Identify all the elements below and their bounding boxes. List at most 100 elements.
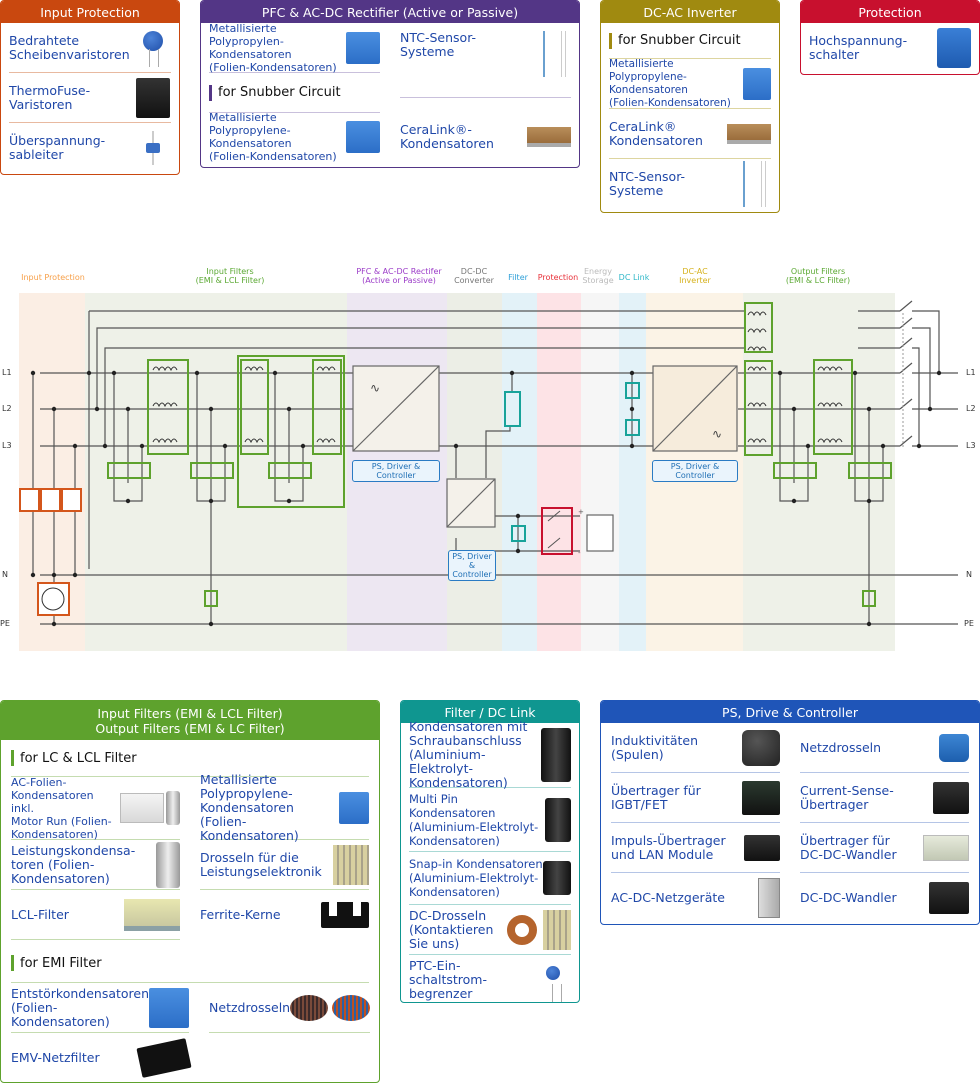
product-link-current-sense-transformers[interactable]: Current-Sense- Übertrager: [800, 773, 969, 823]
panel-title: Input Filters (EMI & LCL Filter) Output …: [1, 701, 379, 740]
item-label: ThermoFuse- Varistoren: [9, 82, 91, 112]
product-link-inductors[interactable]: Induktivitäten (Spulen): [611, 723, 780, 773]
pulse-transformer-icon: [744, 834, 780, 861]
product-link-lcl-filter[interactable]: LCL-Filter: [11, 890, 180, 940]
igbt-transformer-icon: [742, 780, 780, 815]
node-right-l3: L3: [966, 441, 976, 450]
product-link-power-capacitors[interactable]: Leistungskondensa- toren (Folien- Konden…: [11, 840, 180, 890]
product-link-acdc-power-supplies[interactable]: AC-DC-Netzgeräte: [611, 873, 780, 923]
subheading-text: for Snubber Circuit: [618, 33, 741, 48]
emi-capacitor-icon: [149, 987, 190, 1028]
item-label: Multi Pin Kondensatoren (Aluminium-Elekt…: [409, 791, 539, 848]
inductor-icon: [742, 729, 780, 766]
ps-driver-controller-tag-pfc[interactable]: PS, Driver & Controller: [352, 460, 440, 482]
product-link-power-chokes[interactable]: Drosseln für die Leistungselektronik: [200, 840, 369, 890]
product-link-multi-pin-capacitors[interactable]: Multi Pin Kondensatoren (Aluminium-Elekt…: [409, 788, 571, 852]
common-mode-choke: [147, 359, 189, 455]
protection-switch-symbol: [541, 507, 573, 555]
product-link-screw-terminal-capacitors[interactable]: Kondensatoren mit Schraubanschluss (Alum…: [409, 720, 571, 790]
svg-text:-: -: [578, 549, 581, 557]
product-link-emc-line-filter[interactable]: EMV-Netzfilter: [11, 1033, 192, 1082]
item-label: Übertrager für IGBT/FET: [611, 782, 701, 812]
section-label-pfc: PFC & AC-DC Rectifer (Active or Passive): [356, 267, 442, 285]
item-label: Induktivitäten (Spulen): [611, 732, 699, 762]
item-label: NTC-Sensor- Systeme: [609, 169, 686, 198]
circuit-schematic: ∿ ∿ + -: [19, 293, 958, 651]
circuit-diagram: Input Protection Input Filters (EMI & LC…: [0, 258, 980, 658]
product-link-ptc-limiter[interactable]: PTC-Ein- schaltstrom- begrenzer: [409, 955, 571, 1002]
band-dc-link: [619, 293, 646, 651]
node-left-l2: L2: [2, 404, 12, 413]
product-link-snap-in-capacitors[interactable]: Snap-in Kondensatoren (Aluminium-Elektro…: [409, 852, 571, 905]
node-left-l1: L1: [2, 368, 12, 377]
filter-inductor: [504, 391, 521, 427]
band-dcdc: [447, 293, 502, 651]
disc-varistor-icon: [143, 30, 163, 67]
line-choke-icon: [332, 994, 371, 1021]
battery-symbol: [586, 514, 614, 552]
emc-line-filter-icon: [136, 1038, 192, 1078]
product-link-ac-film-capacitors[interactable]: AC-Folien- Kondensatoren inkl. Motor Run…: [11, 776, 180, 841]
ps-driver-controller-tag-inverter[interactable]: PS, Driver & Controller: [652, 460, 738, 482]
section-label-output-filters: Output Filters (EMI & LC Filter): [785, 267, 851, 285]
product-link-high-voltage-switch[interactable]: Hochspannung- schalter: [809, 23, 971, 73]
product-link-line-chokes[interactable]: Netzdrosseln: [800, 723, 969, 773]
ceralink-capacitor-icon: [527, 127, 571, 147]
product-link-dcdc-converters[interactable]: DC-DC-Wandler: [800, 873, 969, 923]
item-label: Überspannung- sableiter: [9, 133, 106, 162]
product-link-dcdc-transformers[interactable]: Übertrager für DC-DC-Wandler: [800, 823, 969, 873]
surge-arrester-icon: [146, 131, 160, 165]
product-link-surge-arresters[interactable]: Überspannung- sableiter: [9, 123, 171, 173]
product-link-thermofuse-varistors[interactable]: ThermoFuse- Varistoren: [9, 73, 171, 123]
dc-link-capacitor: [625, 419, 640, 436]
product-link-ntc-sensor[interactable]: NTC-Sensor- Systeme: [609, 159, 771, 209]
section-label-energy-storage: Energy Storage: [582, 267, 614, 285]
item-label: Current-Sense- Übertrager: [800, 782, 894, 812]
item-label: EMV-Netzfilter: [11, 1050, 100, 1065]
product-link-ceralink[interactable]: CeraLink®- Kondensatoren: [400, 113, 571, 161]
screw-terminal-capacitor-icon: [541, 728, 571, 782]
item-label: Hochspannung- schalter: [809, 33, 908, 62]
product-link-ntc-sensor[interactable]: NTC-Sensor- Systeme: [400, 23, 571, 98]
section-label-input-protection: Input Protection: [21, 273, 85, 282]
item-label: Metallisierte Polypropylene-Kondensatore…: [609, 57, 731, 109]
product-link-film-capacitors[interactable]: Metallisierte Polypropylen- Kondensatore…: [209, 22, 380, 74]
ps-driver-controller-tag-dcdc[interactable]: PS, Driver & Controller: [448, 550, 496, 581]
product-link-snubber-capacitors[interactable]: Metallisierte Polypropylene-Kondensatore…: [609, 57, 771, 109]
product-link-snubber-capacitors[interactable]: Metallisierte Polypropylene- Kondensator…: [209, 111, 380, 163]
subheading-marker: [11, 955, 14, 971]
product-link-disc-varistors[interactable]: Bedrahtete Scheibenvaristoren: [9, 23, 171, 73]
power-choke-icon: [333, 844, 369, 885]
item-label: PTC-Ein- schaltstrom- begrenzer: [409, 958, 487, 1001]
high-voltage-switch-icon: [937, 28, 971, 68]
ac-film-capacitor-icon: [120, 793, 164, 823]
product-link-pulse-transformers[interactable]: Impuls-Übertrager und LAN Module: [611, 823, 780, 873]
item-label: Bedrahtete Scheibenvaristoren: [9, 32, 130, 62]
panel-protection: Protection Hochspannung- schalter: [800, 0, 980, 75]
panel-title-line2: Output Filters (EMI & LC Filter): [95, 721, 285, 736]
product-link-igbt-transformers[interactable]: Übertrager für IGBT/FET: [611, 773, 780, 823]
storage-capacitor: [511, 525, 526, 542]
node-right-pe: PE: [964, 619, 974, 628]
item-label: AC-DC-Netzgeräte: [611, 890, 725, 905]
ntc-sensor-icon: [535, 31, 571, 77]
product-link-ferrite-cores[interactable]: Ferrite-Kerne: [200, 890, 369, 940]
svg-text:∿: ∿: [712, 427, 722, 441]
product-link-emi-capacitors[interactable]: Entstörkondensatoren (Folien- Kondensato…: [11, 983, 190, 1033]
section-label-dc-link: DC Link: [618, 273, 650, 282]
item-label: CeraLink®- Kondensatoren: [400, 122, 494, 151]
power-capacitor-icon: [156, 841, 180, 888]
lcl-filter-group: [237, 355, 345, 508]
product-link-ceralink[interactable]: CeraLink® Kondensatoren: [609, 109, 771, 159]
section-label-dcdc: DC-DC Converter: [454, 267, 494, 285]
item-label: Ferrite-Kerne: [200, 907, 281, 922]
item-label: NTC-Sensor- Systeme: [400, 30, 477, 59]
output-common-mode-choke: [813, 359, 853, 455]
product-link-line-chokes[interactable]: Netzdrosseln: [209, 983, 371, 1033]
subheading-text: for EMI Filter: [20, 955, 102, 971]
dc-choke-icon: [543, 909, 571, 950]
product-link-dc-chokes[interactable]: DC-Drosseln (Kontaktieren Sie uns): [409, 905, 571, 955]
product-link-film-capacitors[interactable]: Metallisierte Polypropylene- Kondensator…: [200, 773, 369, 843]
item-label: Übertrager für DC-DC-Wandler: [800, 832, 897, 862]
item-label: Impuls-Übertrager und LAN Module: [611, 832, 726, 862]
